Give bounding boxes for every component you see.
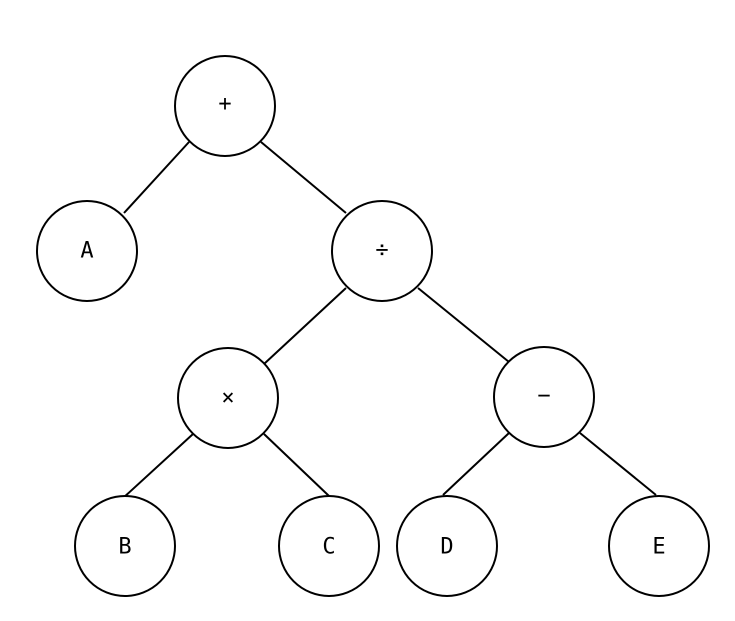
node-label: C — [322, 535, 335, 560]
node-d: D — [396, 495, 498, 597]
node-circle — [331, 200, 433, 302]
tree-edges — [121, 141, 657, 500]
node-circle — [608, 495, 710, 597]
node-circle — [177, 347, 279, 449]
edge-times-c — [263, 433, 330, 497]
edge-plus-a — [123, 141, 190, 214]
node-label: D — [440, 535, 453, 560]
node-circle — [278, 495, 380, 597]
node-circle — [74, 495, 176, 597]
node-label: − — [537, 384, 550, 409]
edge-plus-divide — [260, 141, 347, 214]
node-minus: − — [493, 346, 595, 448]
node-plus: + — [174, 55, 276, 157]
node-circle — [174, 55, 276, 157]
node-circle — [36, 200, 138, 302]
edge-minus-e — [579, 432, 657, 496]
node-times: × — [177, 347, 279, 449]
node-label: × — [221, 386, 234, 411]
node-label: E — [652, 535, 665, 560]
edge-divide-times — [263, 287, 347, 365]
node-c: C — [278, 495, 380, 597]
node-a: A — [36, 200, 138, 302]
node-e: E — [608, 495, 710, 597]
node-circle — [493, 346, 595, 448]
node-b: B — [74, 495, 176, 597]
node-label: ÷ — [375, 238, 388, 263]
node-label: A — [80, 239, 93, 264]
node-label: B — [118, 535, 131, 560]
node-label: + — [218, 92, 231, 117]
edge-times-b — [121, 433, 194, 500]
edge-minus-d — [442, 432, 510, 496]
node-circle — [396, 495, 498, 597]
node-divide: ÷ — [331, 200, 433, 302]
edge-divide-minus — [417, 287, 510, 363]
